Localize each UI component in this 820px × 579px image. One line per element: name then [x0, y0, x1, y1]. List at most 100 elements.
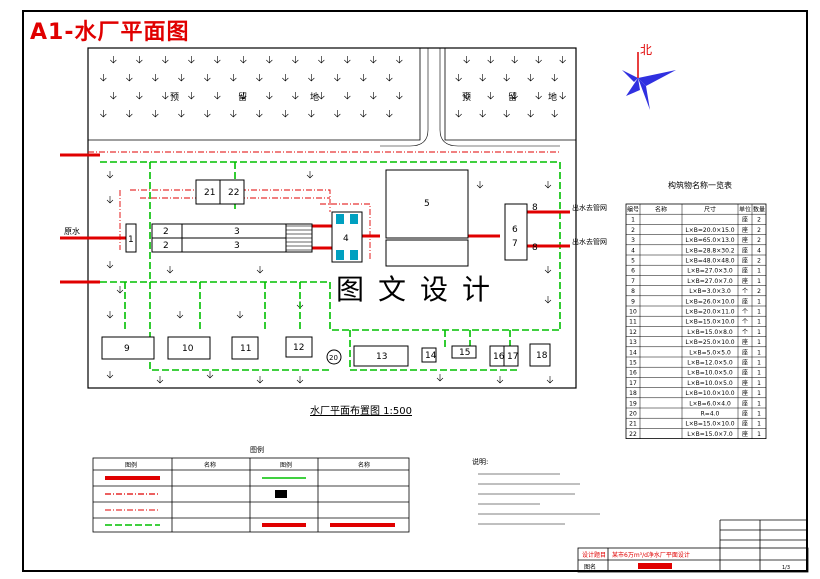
access-road	[380, 48, 560, 147]
table-cell: 19	[629, 400, 637, 407]
table-cell: 1	[757, 309, 761, 316]
table-cell: 1	[757, 421, 761, 428]
table-cell: 4	[757, 247, 761, 254]
tree-mark	[360, 110, 367, 118]
table-cell: 2	[757, 237, 761, 244]
table-cell: L×B=6.0×4.0	[689, 400, 731, 407]
tree-mark	[136, 56, 143, 64]
tree-mark	[479, 110, 486, 118]
tree-mark	[370, 92, 377, 100]
site-boundary	[87, 47, 577, 389]
table-cell: L×B=27.0×7.0	[687, 278, 733, 285]
table-header-cell: 单位	[739, 206, 751, 214]
main-pipes	[60, 153, 570, 284]
table-cell: 座	[742, 389, 748, 397]
table-cell: R=4.0	[701, 411, 720, 418]
table-cell: 座	[742, 297, 748, 305]
table-cell: 2	[757, 258, 761, 265]
tree-mark	[386, 110, 393, 118]
tree-mark	[116, 286, 124, 294]
svg-text:18: 18	[536, 351, 548, 361]
tree-mark	[296, 376, 304, 384]
tree-mark	[344, 92, 351, 100]
svg-text:10: 10	[182, 344, 194, 354]
table-cell: 8	[631, 288, 635, 295]
filter-cells	[336, 214, 358, 260]
svg-text:2: 2	[163, 241, 169, 251]
table-cell: L×B=15.0×8.0	[687, 329, 733, 336]
table-cell: 1	[757, 431, 761, 438]
tree-mark	[156, 376, 164, 384]
tree-mark	[188, 56, 195, 64]
svg-text:名称: 名称	[358, 461, 370, 469]
legend-symbols	[105, 476, 395, 527]
tree-mark	[106, 371, 114, 379]
table-cell: 1	[757, 329, 761, 336]
tree-mark	[230, 74, 237, 82]
svg-text:14: 14	[425, 351, 437, 361]
tree-mark	[396, 56, 403, 64]
tree-mark	[544, 181, 552, 189]
svg-text:21: 21	[204, 188, 215, 198]
tree-mark	[535, 56, 542, 64]
table-cell: 6	[631, 268, 635, 275]
tree-mark	[214, 92, 221, 100]
svg-text:图例: 图例	[250, 445, 264, 454]
svg-text:22: 22	[228, 188, 239, 198]
table-cell: 1	[757, 278, 761, 285]
tree-mark	[496, 376, 504, 384]
tree-mark	[162, 56, 169, 64]
table-border	[625, 203, 767, 440]
title-block-redbar	[638, 563, 672, 569]
table-header-cell: 数量	[753, 206, 765, 214]
table-cell: L×B=5.0×5.0	[689, 349, 731, 356]
table-cell: 1	[757, 400, 761, 407]
reserved-area-boundary	[88, 48, 576, 141]
tree-mark	[559, 92, 566, 100]
tree-mark	[318, 56, 325, 64]
table-cell: 个	[742, 329, 748, 336]
table-header-cell: 名称	[655, 206, 667, 214]
tree-mark	[546, 376, 554, 384]
tree-mark	[527, 110, 534, 118]
table-header-cell: 尺寸	[704, 206, 716, 214]
tree-mark	[463, 92, 470, 100]
tree-mark	[256, 376, 264, 384]
tree-mark	[511, 56, 518, 64]
tree-mark	[236, 311, 244, 319]
table-cell: 13	[629, 339, 637, 346]
table-cell: 个	[742, 319, 748, 326]
svg-text:8: 8	[532, 243, 538, 253]
table-cell: 座	[742, 216, 748, 224]
table-cell: 2	[757, 217, 761, 224]
svg-text:3: 3	[234, 227, 240, 237]
outflow-label-top: 出水去管网	[572, 203, 607, 212]
tree-mark	[282, 110, 289, 118]
table-cell: 座	[742, 246, 748, 254]
table-cell: 座	[742, 399, 748, 407]
tree-mark	[334, 110, 341, 118]
table-cell: L×B=10.0×5.0	[687, 380, 733, 387]
title-block-value-1: 某市6万m³/d净水厂平面设计	[612, 551, 690, 559]
table-cell: L×B=65.0×13.0	[685, 237, 734, 244]
table-cell: 2	[631, 227, 635, 234]
table-cell: 座	[742, 257, 748, 265]
table-cell: 3	[631, 237, 635, 244]
tree-mark	[344, 56, 351, 64]
tree-mark	[166, 266, 174, 274]
svg-text:图例: 图例	[125, 461, 137, 469]
drawing-frame	[22, 10, 808, 572]
table-cell: L×B=10.0×5.0	[687, 370, 733, 377]
svg-text:12: 12	[293, 343, 304, 353]
tree-mark	[266, 92, 273, 100]
svg-text:4: 4	[343, 234, 349, 244]
svg-text:6: 6	[512, 225, 518, 235]
table-cell: 座	[742, 369, 748, 377]
table-cell: 1	[757, 390, 761, 397]
tree-mark	[503, 74, 510, 82]
table-cell: 7	[631, 278, 635, 285]
table-header-cell: 编号	[627, 206, 639, 214]
reserved-label-4: 预	[462, 92, 471, 103]
tree-mark	[176, 311, 184, 319]
tree-mark	[559, 56, 566, 64]
